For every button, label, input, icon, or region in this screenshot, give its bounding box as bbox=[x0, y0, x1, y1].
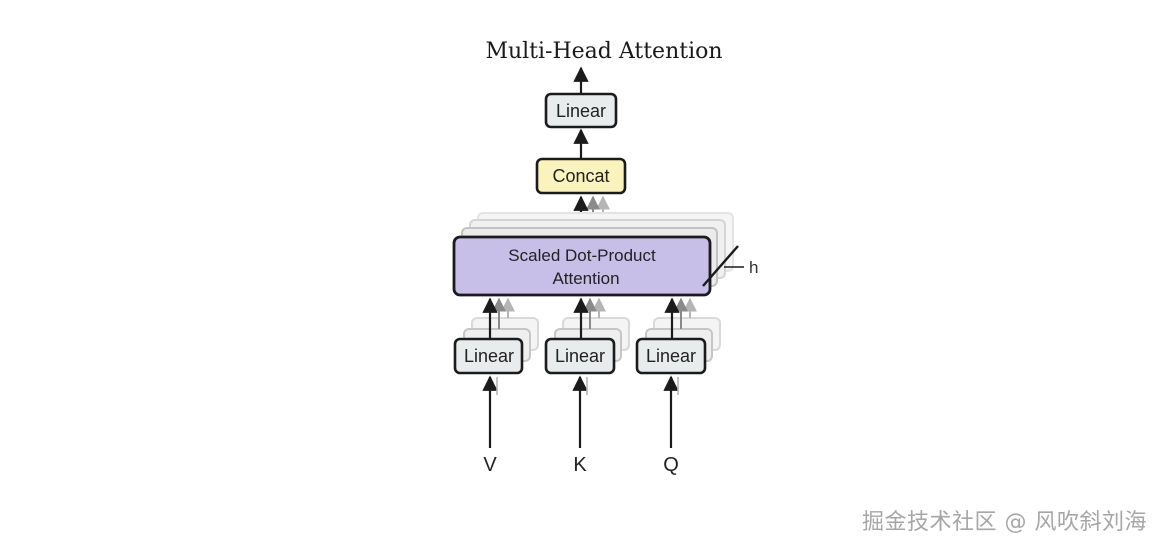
attention-box bbox=[452, 235, 712, 297]
input-column-v: Linear V bbox=[453, 297, 539, 476]
concat-box bbox=[535, 157, 627, 195]
concat-label: Concat bbox=[552, 166, 609, 186]
diagram-title: Multi-Head Attention bbox=[485, 39, 722, 64]
output-linear-box bbox=[544, 92, 618, 129]
input-column-k: Linear K bbox=[544, 297, 630, 476]
linear-q-label: Linear bbox=[646, 346, 696, 366]
attention-block: Scaled Dot-Product Attention bbox=[452, 235, 712, 297]
output-linear-block: Linear bbox=[544, 92, 618, 129]
attention-label-line2: Attention bbox=[552, 269, 619, 288]
input-q-label: Q bbox=[663, 454, 679, 476]
linear-v-box bbox=[453, 337, 524, 375]
input-v-label: V bbox=[483, 454, 497, 476]
watermark: 掘金技术社区 @ 风吹斜刘海 bbox=[862, 510, 1147, 535]
head-count-slash bbox=[702, 245, 739, 287]
input-k-label: K bbox=[573, 454, 587, 476]
linear-q-box bbox=[635, 337, 707, 375]
linear-k-label: Linear bbox=[555, 346, 605, 366]
head-count-label: h bbox=[749, 258, 758, 277]
attention-label-line1: Scaled Dot-Product bbox=[508, 246, 656, 265]
linear-k-box bbox=[544, 337, 616, 375]
input-column-q: Linear Q bbox=[635, 297, 721, 476]
concat-block: Concat bbox=[535, 157, 627, 195]
output-linear-label: Linear bbox=[556, 101, 606, 121]
linear-v-label: Linear bbox=[464, 346, 514, 366]
